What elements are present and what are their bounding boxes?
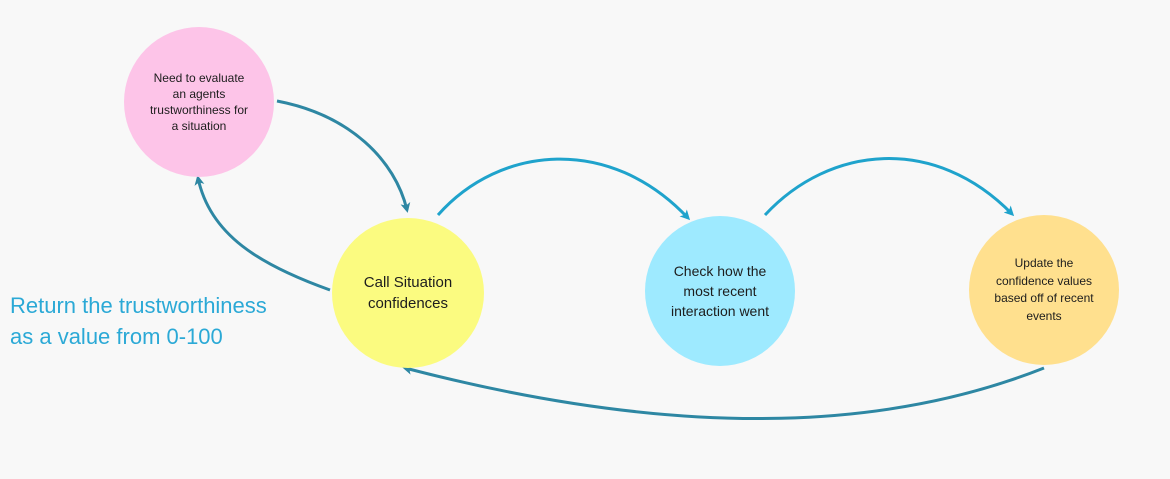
- node-call-label: Call Situation confidences: [363, 274, 453, 312]
- node-update-label: Update the confidence values based off o…: [994, 256, 1094, 323]
- return-label-line-1: Return the trustworthiness: [10, 293, 267, 318]
- node-update-confidence-values[interactable]: Update the confidence values based off o…: [969, 215, 1119, 365]
- node-evaluate-trustworthiness[interactable]: Need to evaluate an agents trustworthine…: [124, 27, 274, 177]
- edge-call-to-evaluate[interactable]: [194, 175, 331, 292]
- node-evaluate-label: Need to evaluate an agents trustworthine…: [149, 71, 249, 133]
- node-check-label: Check how the most recent interaction we…: [670, 263, 770, 319]
- edge-check-to-update[interactable]: [763, 157, 1015, 217]
- node-check-recent-interaction[interactable]: Check how the most recent interaction we…: [645, 216, 795, 366]
- node-call-situation-confidences[interactable]: Call Situation confidences: [332, 218, 484, 368]
- edge-update-to-call[interactable]: [402, 364, 1045, 421]
- edge-call-to-check[interactable]: [436, 157, 691, 221]
- return-trustworthiness-label: Return the trustworthiness as a value fr…: [10, 290, 350, 352]
- edge-evaluate-to-call[interactable]: [276, 99, 411, 213]
- return-label-line-2: as a value from 0-100: [10, 324, 223, 349]
